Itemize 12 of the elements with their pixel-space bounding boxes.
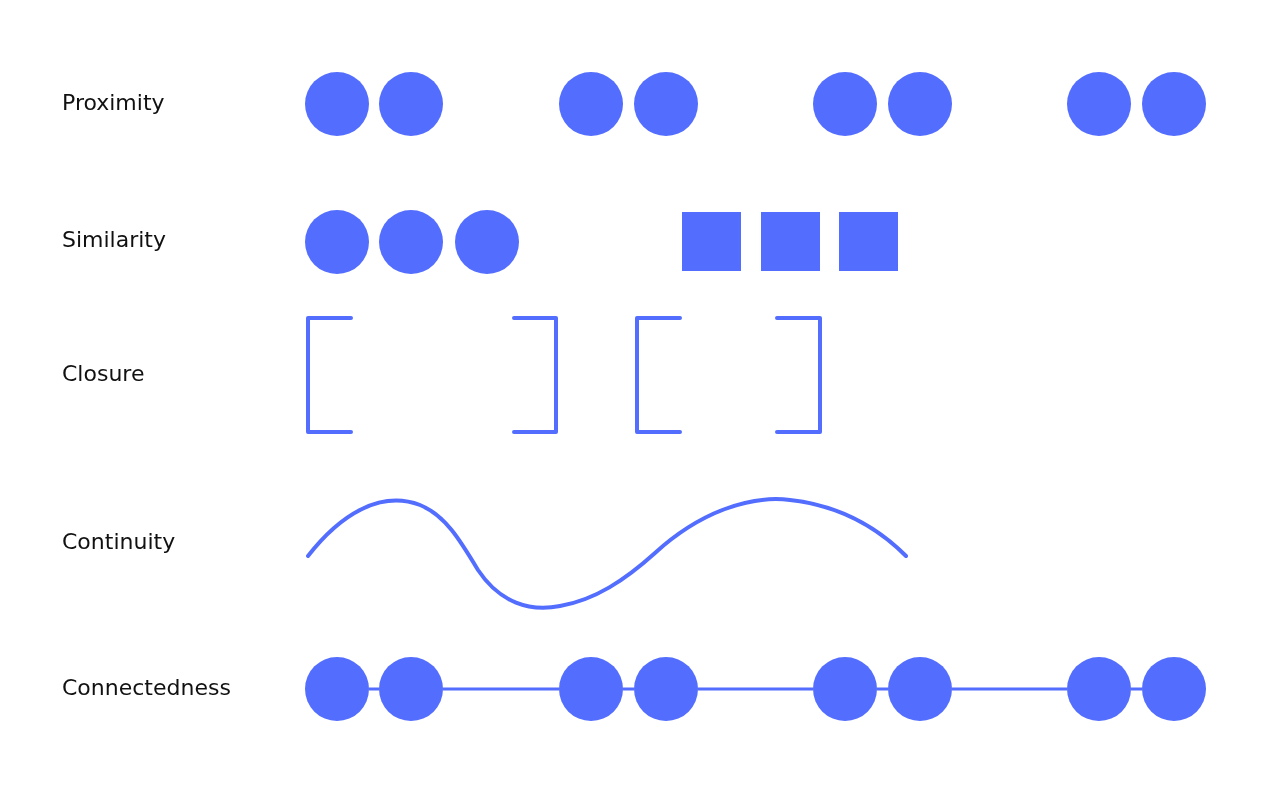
connector-line xyxy=(369,687,379,691)
connector-line xyxy=(698,687,813,691)
connector-line xyxy=(1131,687,1142,691)
row-label: Continuity xyxy=(62,528,176,556)
connector-line xyxy=(952,687,1067,691)
connector-line xyxy=(623,687,634,691)
row-label: Closure xyxy=(62,360,145,388)
connector-line xyxy=(443,687,559,691)
row-label: Similarity xyxy=(62,226,167,254)
connector-line xyxy=(877,687,888,691)
row-label: Connectedness xyxy=(62,674,231,702)
row-label: Proximity xyxy=(62,89,165,117)
